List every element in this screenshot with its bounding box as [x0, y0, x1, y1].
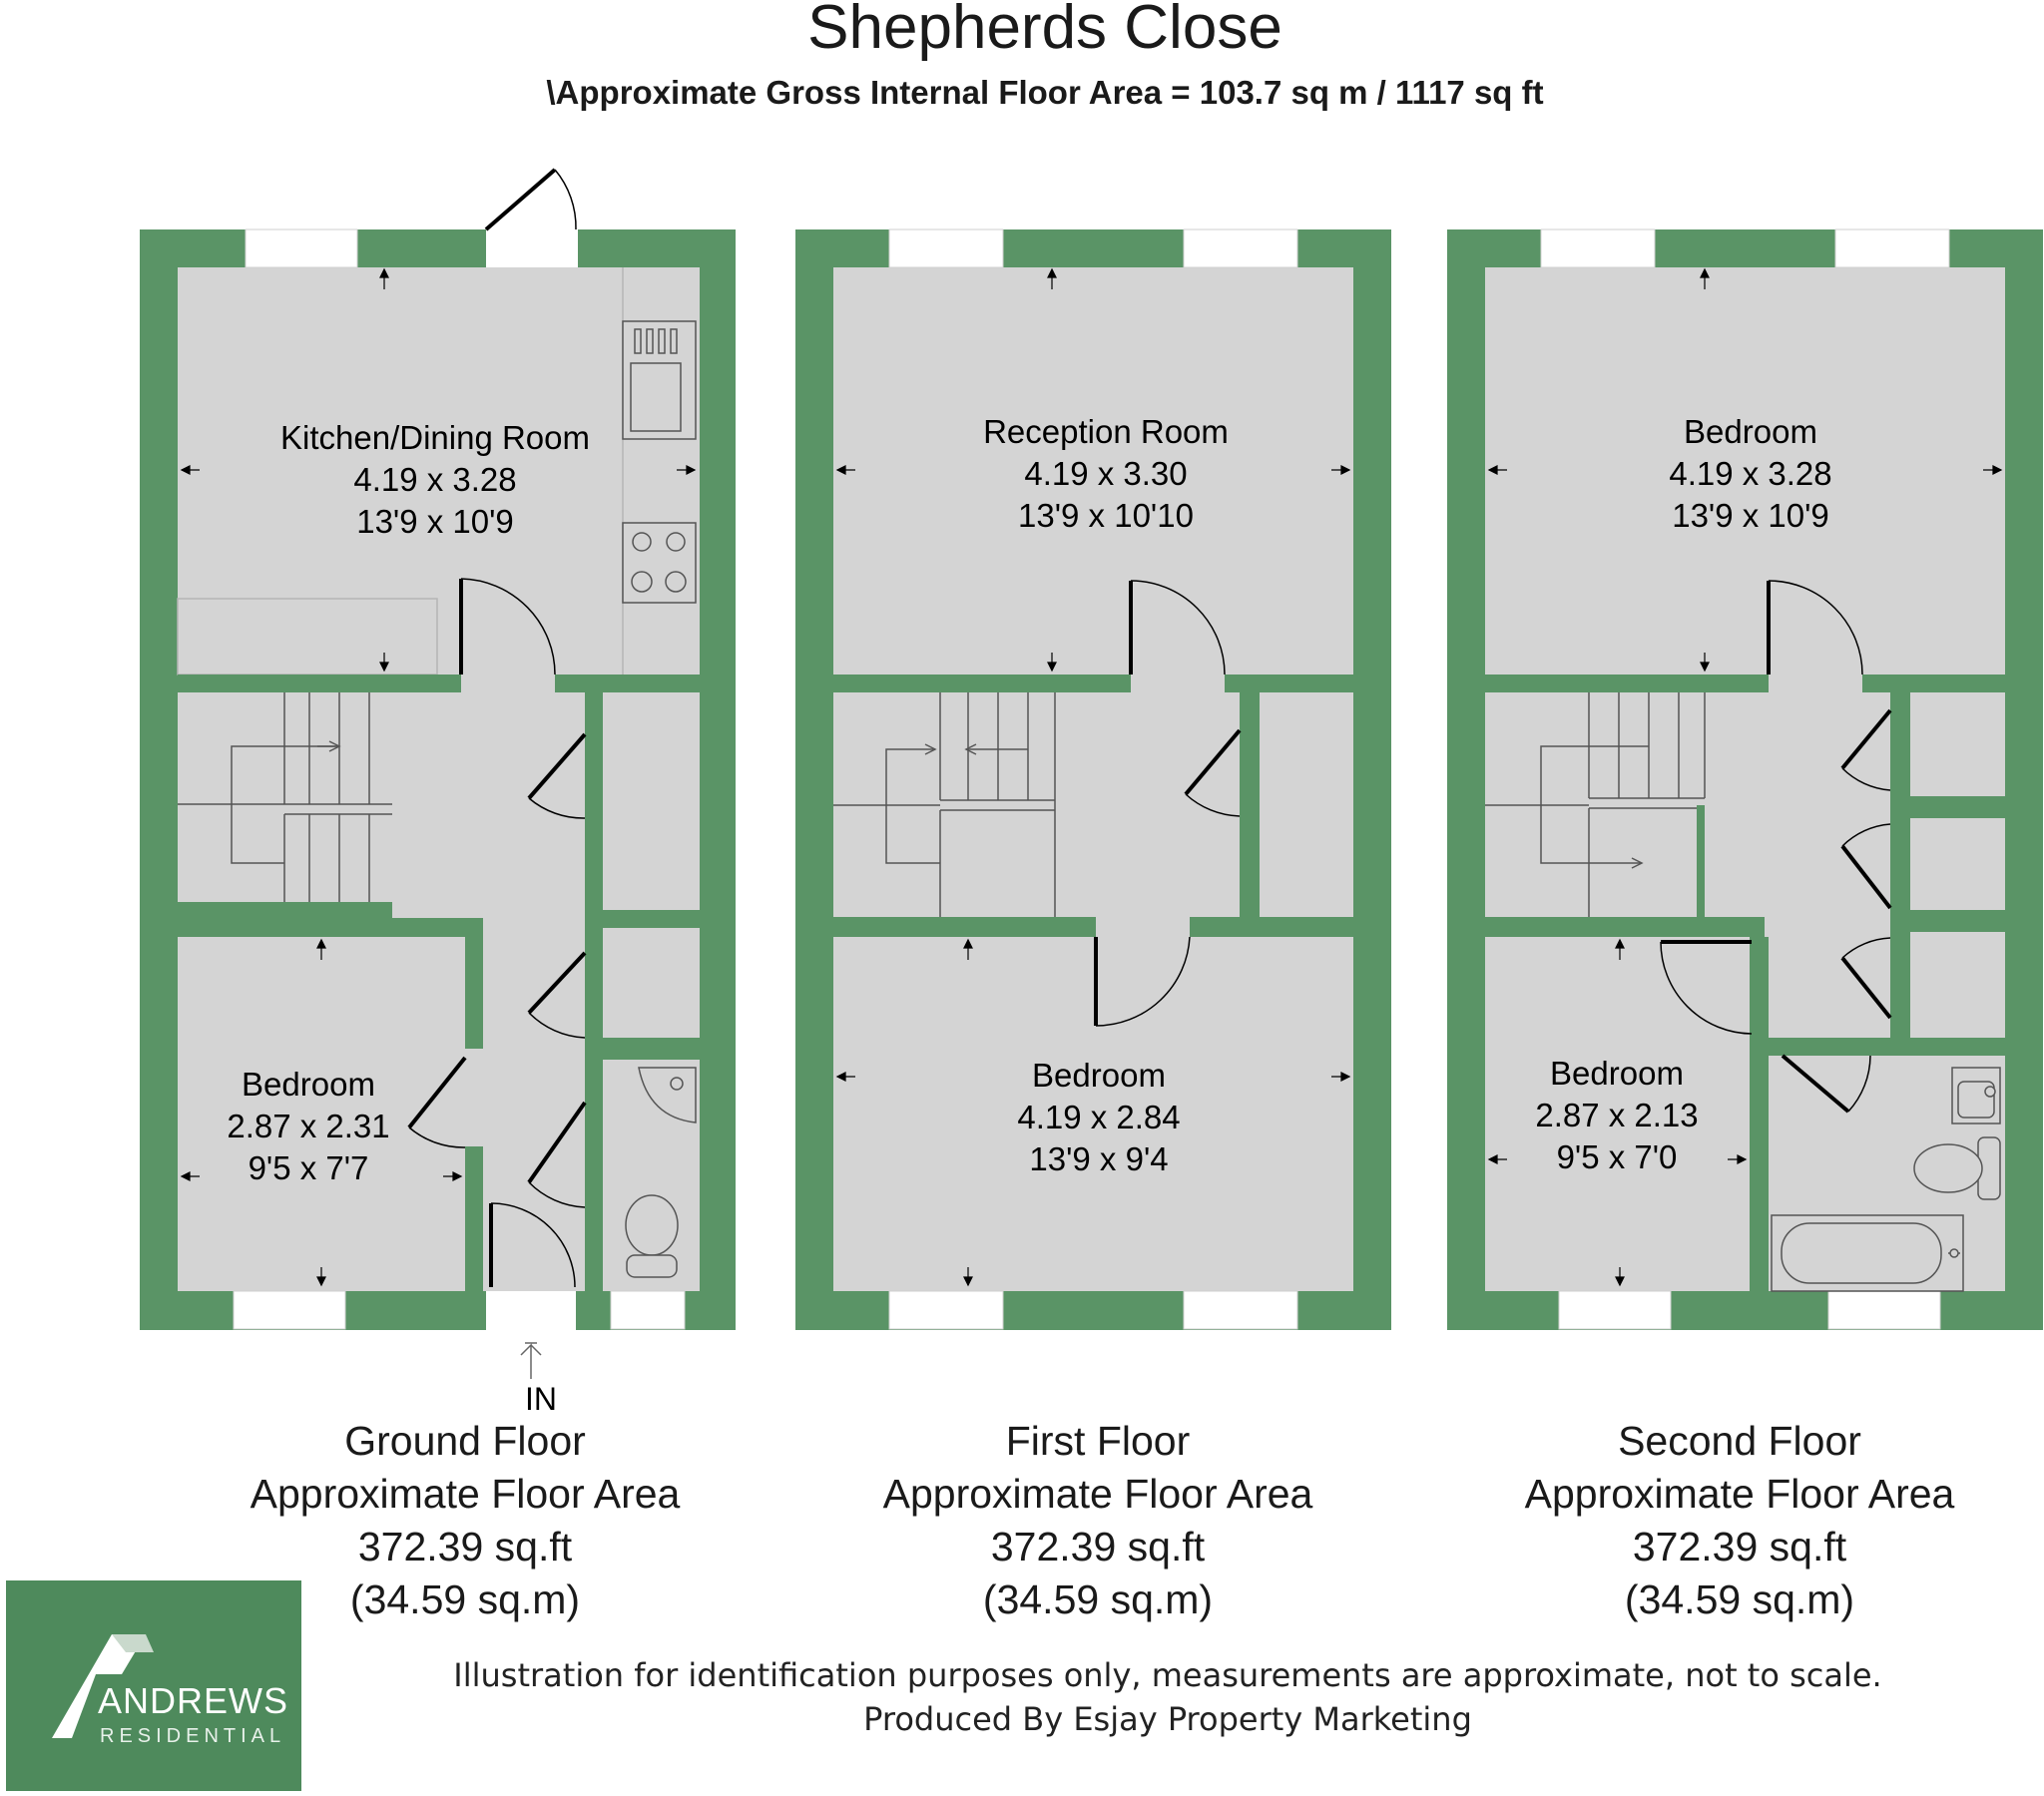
- floor-area-label: Approximate Floor Area: [1524, 1471, 1955, 1517]
- first-floor-caption: First Floor Approximate Floor Area 372.3…: [788, 1415, 1407, 1626]
- second-floor-plan: Bedroom 4.19 x 3.28 13'9 x 10'9 Bedroom …: [1447, 228, 2043, 1330]
- room-size-imperial: 9'5 x 7'7: [249, 1149, 369, 1186]
- back-door-opening: [486, 229, 578, 267]
- ground-floor-plan: IN Kitchen/Dining Room 4.19 x 3.28 13'9 …: [140, 168, 736, 1417]
- second-bedroom-1: [1485, 267, 2005, 674]
- floor-name: First Floor: [1005, 1418, 1191, 1464]
- reception-room: [833, 267, 1353, 674]
- logo-subtitle: RESIDENTIAL: [100, 1725, 286, 1747]
- cupboard-2: [1910, 818, 2005, 910]
- room-size-imperial: 13'9 x 10'10: [1018, 497, 1194, 534]
- staircase: [1485, 692, 1706, 917]
- room-name: Kitchen/Dining Room: [280, 419, 590, 456]
- ground-cupboard: [603, 692, 700, 910]
- first-floor-plan: Reception Room 4.19 x 3.30 13'9 x 10'10 …: [795, 228, 1391, 1330]
- floor-area-sqm: (34.59 sq.m): [982, 1576, 1214, 1622]
- window: [1183, 1290, 1298, 1330]
- room-size-imperial: 13'9 x 10'9: [356, 503, 514, 540]
- floor-area-sqm: (34.59 sq.m): [1624, 1576, 1855, 1622]
- page-subtitle: \Approximate Gross Internal Floor Area =…: [546, 74, 1544, 111]
- entrance-arrow-icon: [520, 1342, 542, 1379]
- room-name: Bedroom: [1550, 1055, 1684, 1092]
- window: [1183, 228, 1298, 268]
- room-size-metric: 2.87 x 2.31: [227, 1108, 389, 1144]
- kitchen-dining-room: [178, 267, 700, 674]
- floor-plans: IN Kitchen/Dining Room 4.19 x 3.28 13'9 …: [140, 168, 2043, 1417]
- staircase: [178, 692, 392, 902]
- floor-area-sqft: 372.39 sq.ft: [990, 1524, 1206, 1570]
- room-size-imperial: 13'9 x 10'9: [1672, 497, 1829, 534]
- window: [233, 1290, 346, 1330]
- staircase: [833, 692, 1056, 917]
- room-name: Bedroom: [242, 1066, 375, 1103]
- ground-hallway: [392, 674, 585, 1291]
- room-size-metric: 2.87 x 2.13: [1535, 1097, 1698, 1133]
- first-bedroom: [833, 937, 1353, 1291]
- bathroom-fittings: [1771, 1067, 2001, 1292]
- disclaimer-text: Illustration for identification purposes…: [453, 1656, 1882, 1694]
- floor-name: Second Floor: [1618, 1418, 1861, 1464]
- window: [1827, 1290, 1941, 1330]
- window: [245, 228, 358, 268]
- window: [888, 1290, 1004, 1330]
- hob: [622, 522, 697, 604]
- floor-area-sqft: 372.39 sq.ft: [1632, 1524, 1847, 1570]
- room-size-imperial: 9'5 x 7'0: [1557, 1138, 1678, 1175]
- ground-floor-caption: Ground Floor Approximate Floor Area 372.…: [156, 1415, 774, 1626]
- room-name: Reception Room: [983, 413, 1229, 450]
- andrews-residential-logo: ANDREWS RESIDENTIAL: [6, 1580, 301, 1791]
- entrance-label: IN: [525, 1381, 557, 1417]
- cupboard-1: [1910, 692, 2005, 796]
- room-size-imperial: 13'9 x 9'4: [1029, 1140, 1168, 1177]
- roof-logo-icon: [52, 1634, 154, 1738]
- floor-area-sqm: (34.59 sq.m): [349, 1576, 581, 1622]
- back-door: [484, 168, 557, 231]
- second-floor-caption: Second Floor Approximate Floor Area 372.…: [1430, 1415, 2044, 1626]
- ground-store: [603, 928, 700, 1038]
- first-landing: [1055, 674, 1240, 937]
- window: [610, 1290, 686, 1330]
- floor-name: Ground Floor: [344, 1418, 586, 1464]
- room-name: Bedroom: [1032, 1057, 1166, 1094]
- room-size-metric: 4.19 x 3.28: [353, 461, 516, 498]
- room-name: Bedroom: [1684, 413, 1817, 450]
- first-cupboard: [1260, 692, 1353, 917]
- floor-area-label: Approximate Floor Area: [250, 1471, 681, 1517]
- floor-area-label: Approximate Floor Area: [882, 1471, 1313, 1517]
- window: [1834, 228, 1950, 268]
- front-door-opening: [486, 1291, 576, 1330]
- window: [1540, 228, 1656, 268]
- window: [1558, 1290, 1672, 1330]
- room-size-metric: 4.19 x 3.28: [1669, 455, 1831, 492]
- window: [888, 228, 1004, 268]
- cupboard-3: [1910, 932, 2005, 1038]
- floor-area-sqft: 372.39 sq.ft: [357, 1524, 573, 1570]
- logo-name: ANDREWS: [98, 1680, 289, 1721]
- room-size-metric: 4.19 x 2.84: [1017, 1099, 1180, 1135]
- room-size-metric: 4.19 x 3.30: [1024, 455, 1187, 492]
- producer-text: Produced By Esjay Property Marketing: [863, 1700, 1472, 1738]
- page-title: Shepherds Close: [807, 0, 1282, 62]
- disclaimer: Illustration for identification purposes…: [419, 1653, 1916, 1741]
- second-bedroom-2: [1485, 937, 1750, 1291]
